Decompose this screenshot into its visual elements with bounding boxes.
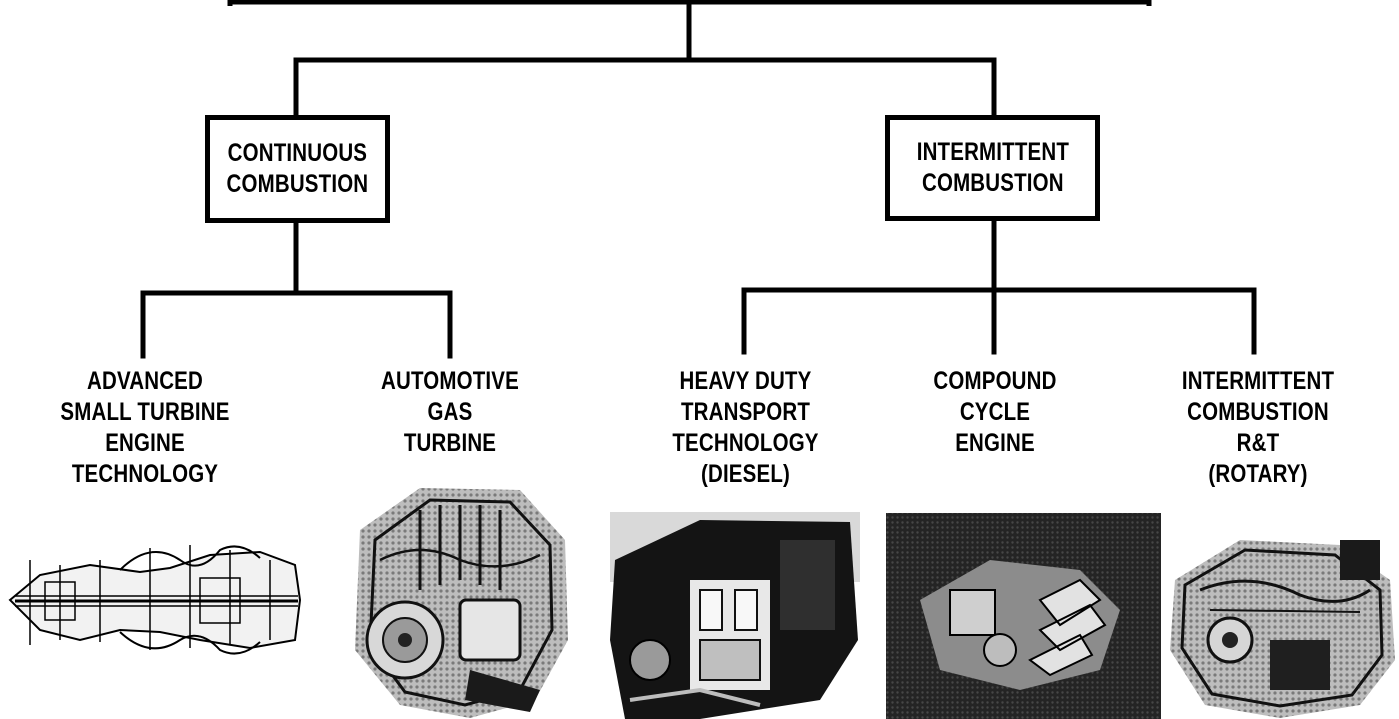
tree-connectors <box>140 1 1257 359</box>
intermittent-combustion-label: INTERMITTENT COMBUSTION <box>916 138 1069 197</box>
program-label-automotive-gas-turbine: AUTOMOTIVE GAS TURBINE <box>381 367 519 457</box>
program-label-compound-cycle: COMPOUND CYCLE ENGINE <box>933 367 1057 457</box>
program-label-advanced-small-turbine: ADVANCED SMALL TURBINE ENGINE TECHNOLOGY <box>60 367 230 488</box>
turbine-cutaway-drawing <box>8 532 303 655</box>
intermittent-combustion-box: INTERMITTENT COMBUSTION <box>885 115 1100 221</box>
program-label-intermittent-combustion-rt: INTERMITTENT COMBUSTION R&T (ROTARY) <box>1181 367 1335 488</box>
automotive-gas-turbine-photo <box>355 488 568 718</box>
continuous-combustion-box: CONTINUOUS COMBUSTION <box>205 115 390 223</box>
compound-cycle-engine-photo <box>886 513 1161 719</box>
program-label-heavy-duty-transport: HEAVY DUTY TRANSPORT TECHNOLOGY (DIESEL) <box>672 367 819 488</box>
continuous-combustion-label: CONTINUOUS COMBUSTION <box>226 139 369 198</box>
rotary-engine-photo <box>1170 540 1395 718</box>
diesel-engine-photo <box>610 512 860 719</box>
